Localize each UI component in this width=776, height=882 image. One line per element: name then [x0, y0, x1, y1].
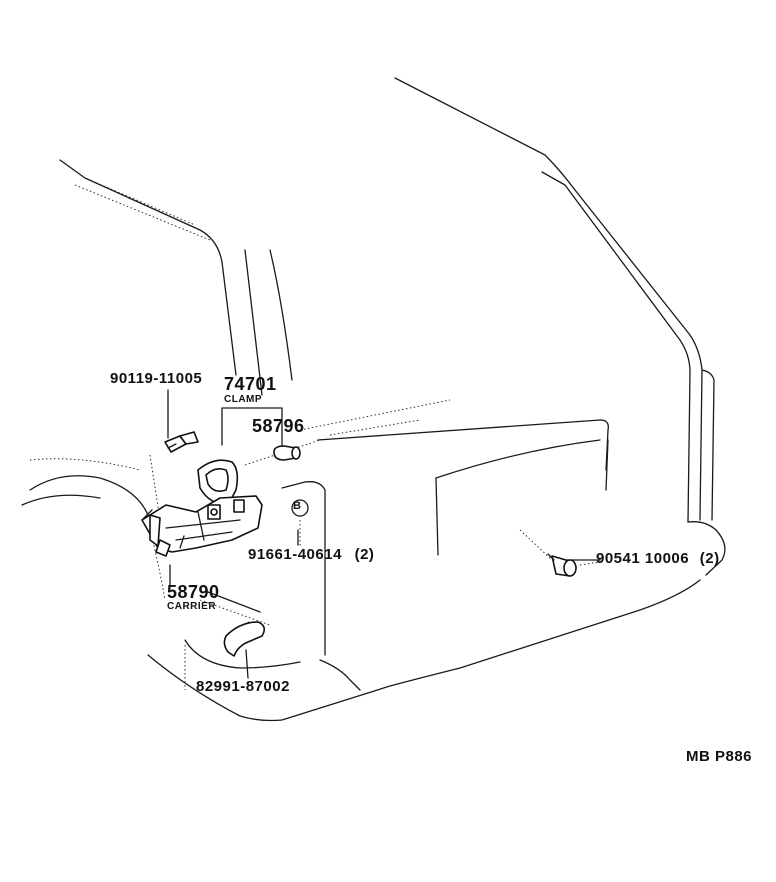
part-number-90119-11005: 90119-11005	[110, 370, 203, 387]
part-number-91661-40614: 91661-40614 (2)	[248, 546, 375, 563]
part-number-58790: 58790	[167, 582, 220, 602]
part-name-carrier: CARRIER	[167, 601, 217, 612]
part-number-90541-10006: 90541 10006 (2)	[596, 550, 720, 567]
part-number-74701: 74701	[224, 374, 277, 394]
part-number-82991-87002: 82991-87002	[196, 678, 290, 695]
callout-b-label: B	[293, 500, 301, 512]
part-number-58796: 58796	[252, 416, 305, 436]
part-name-clamp: CLAMP	[224, 394, 263, 405]
reference-code: MB P886	[686, 748, 753, 765]
